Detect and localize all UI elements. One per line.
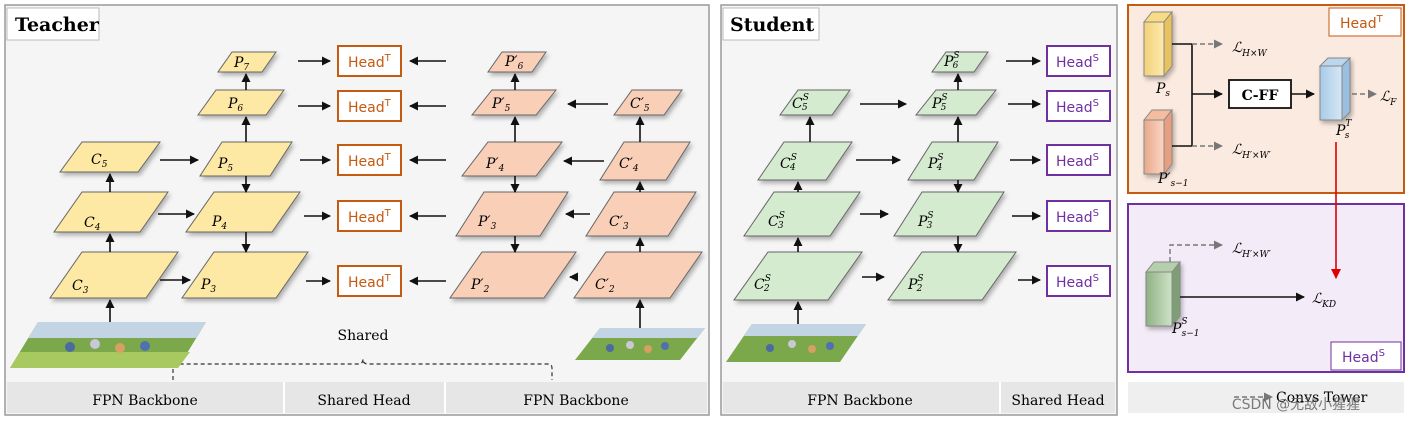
student-input-image	[726, 324, 866, 362]
teacher-p7-label: P7	[233, 55, 249, 73]
detail-head-s: HeadS	[1342, 348, 1385, 366]
teacher-c4-label: C4	[84, 215, 101, 233]
student-arrows	[793, 56, 1041, 324]
teacher-c3-label: C3	[72, 278, 89, 296]
detail-connectors	[1172, 43, 1315, 147]
legend-convs-tower: Convs Tower	[1276, 390, 1368, 406]
teacher-head-2: HeadT	[348, 98, 392, 116]
student-head-1: HeadS	[1056, 53, 1099, 71]
loss-hw-prime-student: ℒH′×W′	[1232, 241, 1271, 260]
teacher-head-1: HeadT	[348, 53, 392, 71]
teacher-c5-label: C5	[91, 152, 108, 170]
teacher-c-stack: C5 C4 C3	[49, 141, 179, 299]
cff-block: C-FF	[1242, 88, 1279, 104]
loss-f: ℒF	[1380, 89, 1397, 108]
student-head-2: HeadS	[1056, 98, 1099, 116]
teacher-p5-label: P5	[217, 156, 233, 174]
loss-hw-prime: ℒH′×W′	[1232, 142, 1271, 161]
student-head-5: HeadS	[1056, 273, 1099, 291]
shared-label: Shared	[338, 328, 389, 344]
teacher-p-stack: P7 P6 P5 P4 P3	[181, 51, 309, 299]
loss-kd: ℒKD	[1312, 291, 1336, 310]
teacher-cprime-stack: C′5 C′4 C′3 C′2	[573, 89, 703, 299]
teacher-pprime-stack: P′6 P′5 P′4 P′3 P′2	[449, 51, 577, 299]
teacher-head-4: HeadT	[348, 208, 392, 226]
teacher-footer-shared-head: Shared Head	[317, 393, 410, 409]
teacher-head-5: HeadT	[348, 273, 392, 291]
teacher-head-3: HeadT	[348, 152, 392, 170]
student-head-4: HeadS	[1056, 208, 1099, 226]
watermark: CSDN @无敌小猩猩	[1232, 397, 1360, 413]
teacher-arrows	[105, 56, 645, 328]
student-head-3: HeadS	[1056, 152, 1099, 170]
student-footer-fpn: FPN Backbone	[807, 393, 913, 409]
input-image-left	[10, 322, 206, 368]
student-title: Student	[730, 14, 814, 36]
teacher-heads: HeadT HeadT HeadT HeadT HeadT	[337, 45, 402, 297]
teacher-p6-label: P6	[227, 96, 243, 114]
pst-feature-cube	[1318, 56, 1352, 122]
input-image-right	[575, 328, 705, 360]
teacher-title: Teacher	[15, 14, 100, 36]
ps-minus1-feature-cube	[1142, 108, 1174, 176]
detail-head-t: HeadT	[1340, 14, 1384, 32]
pss-minus1-feature-cube	[1144, 260, 1182, 328]
ps-feature-cube	[1142, 10, 1174, 78]
teacher-panel: Teacher FPN Backbone Shared Head FPN Bac…	[4, 4, 710, 416]
loss-hw: ℒH×W	[1232, 40, 1267, 59]
student-detail-arrows	[1169, 142, 1341, 302]
teacher-p4-label: P4	[211, 214, 227, 232]
detail-dashed-arrows	[1192, 39, 1377, 151]
teacher-footer-fpn-right: FPN Backbone	[523, 393, 629, 409]
teacher-footer-fpn-left: FPN Backbone	[92, 393, 198, 409]
ps-label: Ps	[1155, 81, 1170, 99]
student-footer-shared-head: Shared Head	[1011, 393, 1104, 409]
student-heads: HeadS HeadS HeadS HeadS HeadS	[1046, 45, 1111, 297]
teacher-p3-label: P3	[200, 277, 216, 295]
